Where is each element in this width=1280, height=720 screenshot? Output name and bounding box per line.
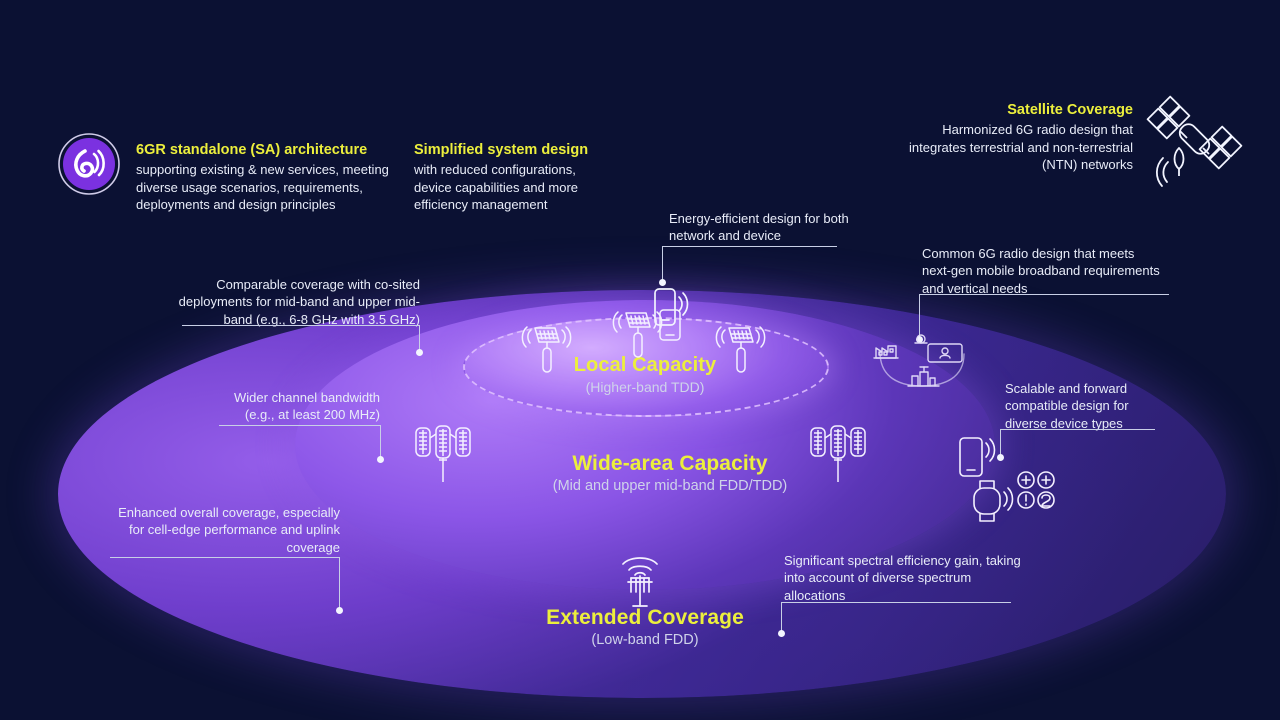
leader-enhanced-coverage-horizontal <box>110 557 340 558</box>
callout-sa-architecture-heading: 6GR standalone (SA) architecture <box>136 142 368 158</box>
leader-enhanced-coverage-vertical <box>339 557 340 609</box>
callout-simplified-design-heading: Simplified system design <box>414 142 589 158</box>
tablet-icon-wrap <box>657 308 683 342</box>
callout-simplified-design-body: with reduced configurations, device capa… <box>414 162 579 212</box>
callout-wider-bandwidth-body: Wider channel bandwidth (e.g., at least … <box>234 390 380 423</box>
callout-satellite-coverage: Satellite Coverage Harmonized 6G radio d… <box>905 101 1133 173</box>
smartphone-signal-icon <box>959 437 996 477</box>
callout-common-radio-body: Common 6G radio design that meets next-g… <box>922 246 1160 296</box>
leader-spectral-efficiency-horizontal <box>781 602 1011 603</box>
small-cell-left-wrap <box>517 322 573 378</box>
leader-wider-bandwidth-vertical <box>380 425 381 458</box>
leader-dot-common-radio <box>916 336 923 343</box>
zone-local-capacity <box>463 317 829 417</box>
leader-dot-wider-bandwidth <box>377 456 384 463</box>
callout-spectral-efficiency-body: Significant spectral efficiency gain, ta… <box>784 553 1021 603</box>
smartphone-energy-icon-wrap <box>649 285 693 335</box>
leader-common-radio-horizontal <box>919 294 1169 295</box>
callout-comparable-coverage: Comparable coverage with co-sited deploy… <box>166 276 420 328</box>
callout-satellite-coverage-body: Harmonized 6G radio design that integrat… <box>909 122 1133 172</box>
callout-simplified-design: Simplified system design with reduced co… <box>414 141 614 213</box>
small-cell-antenna-icon <box>521 326 572 373</box>
leader-energy-efficient-horizontal <box>662 246 837 247</box>
smartphone-signal-icon <box>654 288 689 326</box>
leader-wider-bandwidth-horizontal <box>219 425 381 426</box>
macro-tower-right-wrap <box>807 424 869 486</box>
macro-antenna-array-icon <box>810 425 866 482</box>
callout-comparable-coverage-body: Comparable coverage with co-sited deploy… <box>178 277 420 327</box>
6g-wifi-badge-icon <box>58 133 120 195</box>
callout-sa-architecture-body: supporting existing & new services, meet… <box>136 162 389 212</box>
drone-icon <box>914 334 928 344</box>
callout-scalable-design: Scalable and forward compatible design f… <box>1005 380 1165 432</box>
leader-dot-spectral-efficiency <box>778 630 785 637</box>
callout-satellite-coverage-heading: Satellite Coverage <box>1007 102 1133 118</box>
leader-common-radio-vertical <box>919 294 920 339</box>
macro-antenna-array-icon <box>415 425 471 482</box>
leader-dot-enhanced-coverage <box>336 607 343 614</box>
leader-comparable-coverage-vertical <box>419 325 420 351</box>
vertical-industries-cluster <box>872 334 976 388</box>
smartwatch-signal-icon <box>973 480 1014 522</box>
callout-scalable-design-body: Scalable and forward compatible design f… <box>1005 381 1129 431</box>
callout-spectral-efficiency: Significant spectral efficiency gain, ta… <box>784 552 1022 604</box>
macro-tower-left-wrap <box>412 424 474 486</box>
callout-energy-efficient-body: Energy-efficient design for both network… <box>669 211 849 244</box>
satellite-icon <box>1146 95 1243 187</box>
leader-scalable-design-horizontal <box>1000 429 1155 430</box>
user-display-icon <box>927 343 963 363</box>
leader-scalable-design-vertical <box>1000 429 1001 457</box>
callout-common-radio: Common 6G radio design that meets next-g… <box>922 245 1160 297</box>
6g-badge <box>58 133 120 195</box>
callout-enhanced-coverage-body: Enhanced overall coverage, especially fo… <box>118 505 340 555</box>
extended-tower-wrap <box>609 548 671 610</box>
leader-dot-comparable-coverage <box>416 349 423 356</box>
satellite-icon-wrap <box>1146 95 1243 187</box>
callout-enhanced-coverage: Enhanced overall coverage, especially fo… <box>110 504 340 556</box>
iot-sensor-grid-icon <box>1017 471 1055 509</box>
vertical-industries-icon-group <box>873 334 965 387</box>
factory-icon <box>873 345 899 359</box>
callout-energy-efficient: Energy-efficient design for both network… <box>669 210 849 245</box>
small-cell-right-wrap <box>711 322 767 378</box>
leader-energy-efficient-vertical <box>662 246 663 282</box>
leader-spectral-efficiency-vertical <box>781 602 782 632</box>
leader-dot-energy-efficient <box>659 279 666 286</box>
leader-dot-scalable-design <box>997 454 1004 461</box>
tablet-icon <box>659 309 681 341</box>
callout-sa-architecture: 6GR standalone (SA) architecture support… <box>136 141 398 213</box>
small-cell-antenna-icon <box>715 326 766 373</box>
small-cell-antenna-icon <box>612 311 663 358</box>
broadcast-tower-icon <box>622 557 658 607</box>
device-group-wrap <box>952 432 1060 524</box>
device-types-icon-group <box>959 437 1055 522</box>
callout-wider-bandwidth: Wider channel bandwidth (e.g., at least … <box>206 389 380 424</box>
leader-comparable-coverage-horizontal <box>182 325 420 326</box>
city-infrastructure-icon <box>907 366 940 387</box>
small-cell-center-wrap <box>608 307 664 363</box>
